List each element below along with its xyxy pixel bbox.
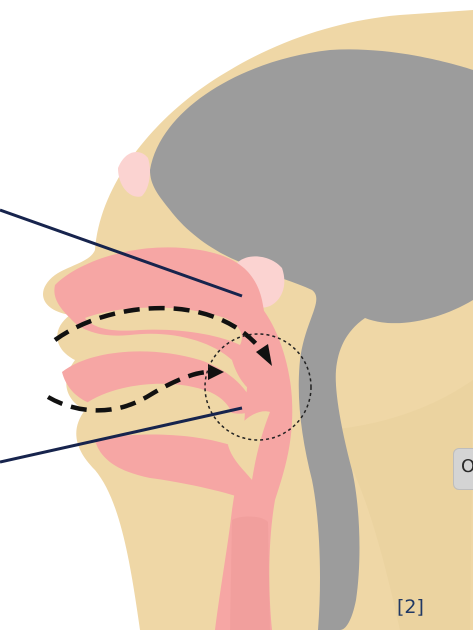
reference-label: [2]: [397, 596, 424, 618]
diagram-caption: Obstructed Airways Cause Most S: [461, 456, 473, 477]
